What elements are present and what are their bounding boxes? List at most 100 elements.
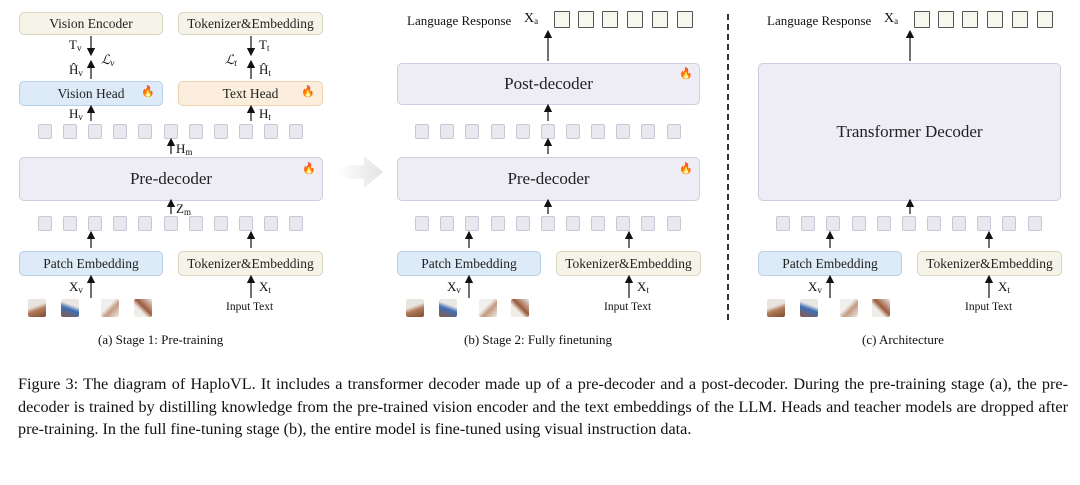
- flow-arrows: [86, 29, 994, 298]
- token: [516, 124, 530, 139]
- token: [63, 216, 77, 231]
- symbol-xt: Xt: [259, 279, 271, 295]
- caption-b: (b) Stage 2: Fully finetuning: [464, 332, 613, 347]
- language-response-label: Language Response: [767, 13, 872, 28]
- token: [877, 216, 891, 231]
- token: [667, 124, 681, 139]
- token: [801, 216, 815, 231]
- token: [465, 124, 479, 139]
- token: [239, 216, 253, 231]
- patch-embedding-box: Patch Embedding: [19, 251, 163, 276]
- token: [902, 216, 916, 231]
- image-patch: [406, 299, 424, 317]
- output-token: [1037, 11, 1053, 28]
- image-patch: [28, 299, 46, 317]
- symbol-tv: Tv: [69, 37, 82, 53]
- caption-c: (c) Architecture: [862, 332, 944, 347]
- token: [852, 216, 866, 231]
- output-token: [677, 11, 693, 28]
- output-token: [914, 11, 930, 28]
- token: [491, 124, 505, 139]
- image-patch: [101, 299, 119, 317]
- token: [164, 216, 178, 231]
- vision-encoder-label: Vision Encoder: [49, 15, 133, 31]
- token: [214, 216, 228, 231]
- tokenizer-embedding-label: Tokenizer&Embedding: [926, 255, 1053, 271]
- token: [138, 124, 152, 139]
- token: [63, 124, 77, 139]
- vision-head-box: Vision Head: [19, 81, 163, 106]
- patch-embedding-label: Patch Embedding: [782, 255, 878, 271]
- token: [1002, 216, 1016, 231]
- symbol-loss-v: ℒv: [101, 52, 115, 68]
- image-patch: [800, 299, 818, 317]
- token: [927, 216, 941, 231]
- patch-embedding-label: Patch Embedding: [43, 255, 139, 271]
- token: [264, 216, 278, 231]
- token: [415, 216, 429, 231]
- symbol-zm: Zm: [176, 201, 191, 217]
- symbol-xa: Xa: [884, 11, 899, 26]
- input-text-label: Input Text: [604, 301, 652, 313]
- symbol-hv-hat: Ĥv: [69, 62, 83, 78]
- patch-embedding-label: Patch Embedding: [421, 255, 517, 271]
- symbol-ht-hat: Ĥt: [259, 62, 271, 78]
- token: [113, 216, 127, 231]
- token: [667, 216, 681, 231]
- token: [264, 124, 278, 139]
- token: [566, 216, 580, 231]
- image-patch: [511, 299, 529, 317]
- output-token: [962, 11, 978, 28]
- patch-embedding-box: Patch Embedding: [397, 251, 541, 276]
- token: [977, 216, 991, 231]
- token: [38, 216, 52, 231]
- token: [88, 124, 102, 139]
- token: [138, 216, 152, 231]
- token: [541, 216, 555, 231]
- image-patch: [840, 299, 858, 317]
- symbol-xv: Xv: [447, 279, 461, 295]
- stage-transition-arrow-icon: [338, 155, 384, 189]
- vision-head-label: Vision Head: [57, 85, 125, 101]
- image-patch: [767, 299, 785, 317]
- image-patch: [61, 299, 79, 317]
- tokenizer-embedding-top-box: Tokenizer&Embedding: [178, 12, 323, 35]
- token: [591, 124, 605, 139]
- symbol-ht: Ht: [259, 106, 271, 122]
- token: [591, 216, 605, 231]
- token: [491, 216, 505, 231]
- token: [516, 216, 530, 231]
- symbol-tt: Tt: [259, 37, 270, 53]
- output-token: [554, 11, 570, 28]
- flame-icon: 🔥: [301, 86, 315, 98]
- input-text-label: Input Text: [965, 301, 1013, 313]
- token: [616, 216, 630, 231]
- output-token: [627, 11, 643, 28]
- transformer-decoder-box: Transformer Decoder: [758, 63, 1061, 201]
- symbol-hv: Hv: [69, 106, 83, 122]
- caption-a: (a) Stage 1: Pre-training: [98, 332, 224, 347]
- token: [239, 124, 253, 139]
- flame-icon: 🔥: [141, 86, 155, 98]
- token: [214, 124, 228, 139]
- token: [566, 124, 580, 139]
- text-head-box: Text Head: [178, 81, 323, 106]
- symbol-xv: Xv: [69, 279, 83, 295]
- output-token: [938, 11, 954, 28]
- token: [1028, 216, 1042, 231]
- symbol-xv: Xv: [808, 279, 822, 295]
- image-patch: [439, 299, 457, 317]
- symbol-xt: Xt: [998, 279, 1010, 295]
- token: [776, 216, 790, 231]
- token: [616, 124, 630, 139]
- pre-decoder-label: Pre-decoder: [129, 169, 213, 188]
- image-patch: [134, 299, 152, 317]
- token: [189, 216, 203, 231]
- symbol-xa: Xa: [524, 11, 539, 26]
- flame-icon: 🔥: [679, 68, 693, 80]
- token: [465, 216, 479, 231]
- transformer-decoder-label: Transformer Decoder: [836, 122, 983, 141]
- image-patch: [872, 299, 890, 317]
- token: [189, 124, 203, 139]
- symbol-hm: Hm: [176, 141, 193, 157]
